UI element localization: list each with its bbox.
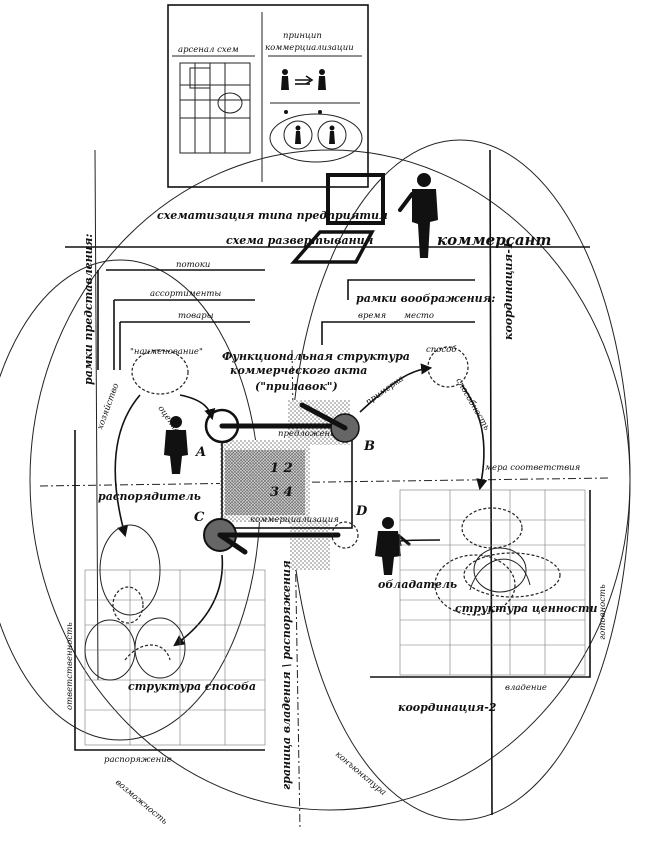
coordination-1-label: координация-1 bbox=[502, 242, 515, 340]
naming-node: "наименование" bbox=[130, 347, 203, 395]
flows-label: потоки bbox=[176, 260, 210, 270]
inset-box: арсенал схем принцип коммерциализации bbox=[167, 4, 369, 188]
frames-imagination: рамки воображения: время место bbox=[321, 279, 495, 345]
quadrant-34-label: 3 4 bbox=[270, 485, 293, 500]
method-label: способ bbox=[426, 344, 457, 355]
manager-figure-icon bbox=[164, 416, 188, 474]
goods-label: товары bbox=[178, 311, 214, 321]
central-counter: 1 2 3 4 предложение коммерциализация bbox=[220, 400, 353, 570]
node-b: B bbox=[299, 402, 375, 454]
possibility-label: возможность bbox=[113, 778, 169, 827]
place-label: место bbox=[404, 311, 434, 321]
method-structure-label: структура способа bbox=[128, 680, 256, 693]
inset-figures bbox=[269, 69, 363, 163]
functional-title-2: коммерческого акта bbox=[230, 364, 367, 377]
value-structure-grid: структура ценности владение готовность bbox=[370, 489, 608, 693]
laptop-icon bbox=[290, 173, 385, 264]
disposal-label: распоряжение bbox=[104, 755, 172, 765]
inset-mini-grid bbox=[179, 62, 251, 154]
unfolding-scheme-label: схема развертывания bbox=[226, 234, 374, 247]
naming-label: "наименование" bbox=[130, 347, 203, 357]
frames-imagination-label: рамки воображения: bbox=[356, 292, 495, 305]
functional-title-1: Функциональная структура bbox=[222, 350, 410, 363]
inset-right-title-1: принцип bbox=[283, 31, 322, 41]
time-label: время bbox=[358, 311, 386, 321]
measure-of-match-label: мера соответствия bbox=[485, 463, 581, 473]
value-structure-label: структура ценности bbox=[455, 602, 597, 615]
readiness-label: готовность bbox=[598, 584, 608, 640]
background-ellipses bbox=[0, 139, 631, 821]
functional-title-3: ("прилавок") bbox=[255, 380, 338, 393]
owner-figure-icon bbox=[375, 517, 411, 575]
assortments-label: ассортименты bbox=[150, 289, 221, 299]
fitting-label: примерка bbox=[364, 374, 406, 407]
method-structure-grid: структура способа ответственность распор… bbox=[65, 430, 266, 765]
boundary-label: граница владения \ распоряжения bbox=[280, 560, 293, 790]
conjuncture-label: конъюнктура bbox=[333, 750, 388, 798]
coordination-axis bbox=[489, 149, 493, 816]
letter-b: B bbox=[363, 439, 375, 454]
possession-label: владение bbox=[505, 683, 547, 693]
node-c: C bbox=[194, 510, 341, 555]
commercialization-label: коммерциализация bbox=[250, 515, 339, 525]
letter-c: C bbox=[194, 510, 205, 525]
responsibility-label: ответственность bbox=[65, 622, 75, 710]
owner-label: обладатель bbox=[378, 578, 457, 591]
node-d: D bbox=[331, 504, 368, 549]
middle-axis-line bbox=[39, 477, 611, 487]
merchant-label: коммерсант bbox=[437, 231, 551, 249]
proposal-label: предложение bbox=[278, 429, 341, 439]
inset-left-title: арсенал схем bbox=[178, 45, 239, 55]
ability-label: способность bbox=[453, 376, 492, 433]
manager-label: распорядитель bbox=[98, 490, 201, 503]
merchant-figure-icon bbox=[398, 173, 438, 258]
frames-representation-label: рамки представления: bbox=[82, 234, 95, 385]
quadrant-12-label: 1 2 bbox=[270, 461, 293, 476]
frames-representation: потоки ассортименты товары рамки предста… bbox=[82, 234, 265, 385]
letter-a: A bbox=[194, 445, 206, 460]
property-label: хозяйство bbox=[95, 382, 121, 431]
inset-right-title-2: коммерциализации bbox=[265, 43, 354, 53]
coordination-2-label: координация-2 bbox=[398, 701, 497, 714]
letter-d: D bbox=[355, 504, 368, 519]
schematization-label: схематизация типа предприятия bbox=[157, 209, 388, 222]
